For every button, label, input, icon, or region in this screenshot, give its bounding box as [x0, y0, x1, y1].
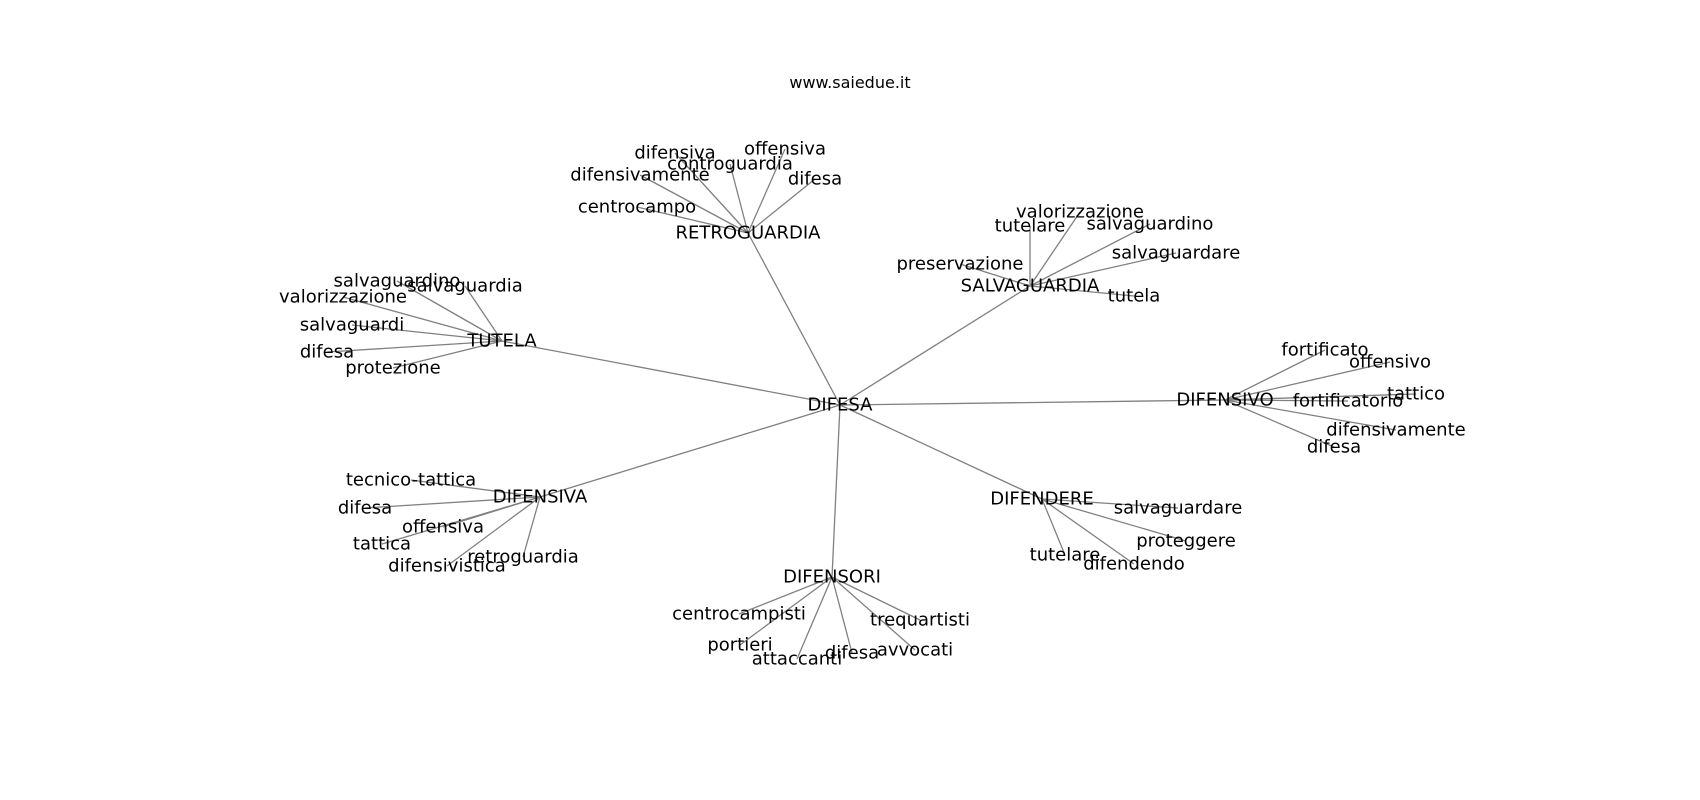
leaf-node-label: proteggere	[1136, 531, 1236, 552]
edge-root-hub	[839, 404, 1043, 500]
edge-hub-leaf	[1029, 252, 1177, 287]
leaf-node-label: salvaguardi	[300, 315, 404, 336]
leaf-node-label: difesa	[300, 342, 354, 363]
leaf-node-label: difensivamente	[1326, 420, 1465, 441]
edge-hub-leaf	[522, 496, 541, 558]
edge-hub-leaf	[1224, 399, 1397, 431]
leaf-node-label: offensivo	[1349, 352, 1431, 373]
leaf-node-label: difesa	[788, 169, 842, 190]
edge-root-hub	[539, 404, 841, 498]
label-layer: www.saiedue.it DIFESA RETROGUARDIA difensi…	[279, 73, 1466, 670]
leaf-node-label: valorizzazione	[279, 287, 407, 308]
leaf-node-label: difensivistica	[388, 556, 506, 577]
leaf-node-label: difesa	[825, 643, 879, 664]
edge-hub-leaf	[831, 576, 853, 654]
edge-hub-leaf	[1041, 498, 1135, 565]
edge-layer	[326, 148, 1417, 660]
edge-hub-leaf	[342, 296, 503, 342]
leaf-node-label: centrocampo	[578, 197, 696, 218]
leaf-node-label: tutela	[1108, 286, 1161, 307]
edge-hub-leaf	[464, 285, 503, 342]
edge-hub-leaf	[1029, 223, 1151, 287]
edge-hub-leaf	[351, 324, 503, 342]
edge-hub-leaf	[1041, 498, 1066, 556]
root-node-label: DIFESA	[808, 395, 874, 416]
edge-hub-leaf	[1224, 349, 1326, 401]
leaf-node-label: fortificato	[1281, 340, 1368, 361]
leaf-node-label: tecnico-tattica	[346, 470, 476, 491]
leaf-node-label: trequartisti	[870, 610, 970, 631]
edge-root-hub	[831, 404, 841, 578]
leaf-node-label: retroguardia	[467, 547, 579, 568]
edge-hub-leaf	[636, 206, 749, 234]
edge-hub-leaf	[739, 576, 833, 646]
leaf-node-label: salvaguardare	[1112, 243, 1241, 264]
leaf-node-label: portieri	[707, 635, 772, 656]
leaf-node-label: tattico	[1387, 384, 1445, 405]
edge-hub-leaf	[1224, 393, 1417, 401]
hub-node-label: DIFENDERE	[990, 489, 1093, 510]
leaf-node-label: salvaguardia	[407, 276, 523, 297]
edge-hub-leaf	[392, 340, 503, 369]
edge-hub-leaf	[738, 576, 833, 615]
site-url-label: www.saiedue.it	[789, 73, 910, 92]
edge-hub-leaf	[1029, 211, 1081, 287]
edge-hub-leaf	[1041, 498, 1179, 509]
leaf-node-label: protezione	[345, 358, 441, 379]
hub-node-label: RETROGUARDIA	[676, 223, 822, 244]
edge-root-hub	[501, 340, 841, 406]
edge-hub-leaf	[639, 174, 749, 234]
leaf-node-label: preservazione	[897, 254, 1024, 275]
leaf-node-label: offensiva	[744, 139, 826, 160]
hub-node-label: DIFENSIVA	[493, 487, 588, 508]
edge-hub-leaf	[381, 496, 541, 545]
edge-hub-leaf	[831, 576, 916, 651]
edge-hub-leaf	[747, 148, 786, 234]
leaf-node-label: attaccanti	[752, 649, 842, 670]
edge-hub-leaf	[831, 576, 921, 621]
edge-root-hub	[839, 399, 1226, 406]
leaf-node-label: avvocati	[877, 640, 953, 661]
leaf-node-label: fortificatorio	[1293, 391, 1404, 412]
edge-hub-leaf	[729, 163, 749, 234]
edge-hub-leaf	[446, 496, 541, 567]
leaf-node-label: centrocampisti	[672, 604, 806, 625]
edge-hub-leaf	[364, 496, 541, 509]
leaf-node-label: tattica	[353, 534, 411, 555]
edge-hub-leaf	[1041, 498, 1187, 542]
leaf-node-label: offensiva	[402, 517, 484, 538]
leaf-node-label: difendendo	[1083, 554, 1185, 575]
leaf-node-label: salvaguardino	[334, 271, 461, 292]
edge-hub-leaf	[1029, 285, 1135, 297]
hub-node-label: DIFENSORI	[783, 567, 881, 588]
leaf-node-label: difensiva	[634, 143, 715, 164]
edge-hub-leaf	[396, 280, 503, 342]
leaf-node-label: valorizzazione	[1016, 202, 1144, 223]
edge-root-hub	[839, 285, 1031, 406]
edge-hub-leaf	[1224, 361, 1391, 401]
leaf-node-label: difensivamente	[570, 165, 709, 186]
leaf-node-label: difesa	[338, 498, 392, 519]
edge-hub-leaf	[1224, 399, 1349, 402]
leaf-node-label: tutelare	[1030, 545, 1101, 566]
edge-hub-leaf	[410, 479, 541, 498]
edge-hub-leaf	[1224, 399, 1335, 448]
edge-hub-leaf	[326, 340, 503, 353]
leaf-node-label: difesa	[1307, 437, 1361, 458]
leaf-node-label: salvaguardino	[1087, 214, 1214, 235]
hub-node-label: DIFENSIVO	[1176, 390, 1273, 411]
hub-node-label: TUTELA	[466, 331, 537, 352]
leaf-node-label: salvaguardare	[1114, 498, 1243, 519]
edge-hub-leaf	[959, 263, 1031, 287]
leaf-node-label: tutelare	[995, 216, 1066, 237]
edge-hub-leaf	[747, 178, 816, 234]
edge-root-hub	[747, 232, 841, 406]
edge-hub-leaf	[674, 152, 749, 234]
leaf-node-label: controguardia	[667, 154, 793, 175]
edge-hub-leaf	[796, 576, 833, 660]
hub-node-label: SALVAGUARDIA	[961, 276, 1100, 297]
